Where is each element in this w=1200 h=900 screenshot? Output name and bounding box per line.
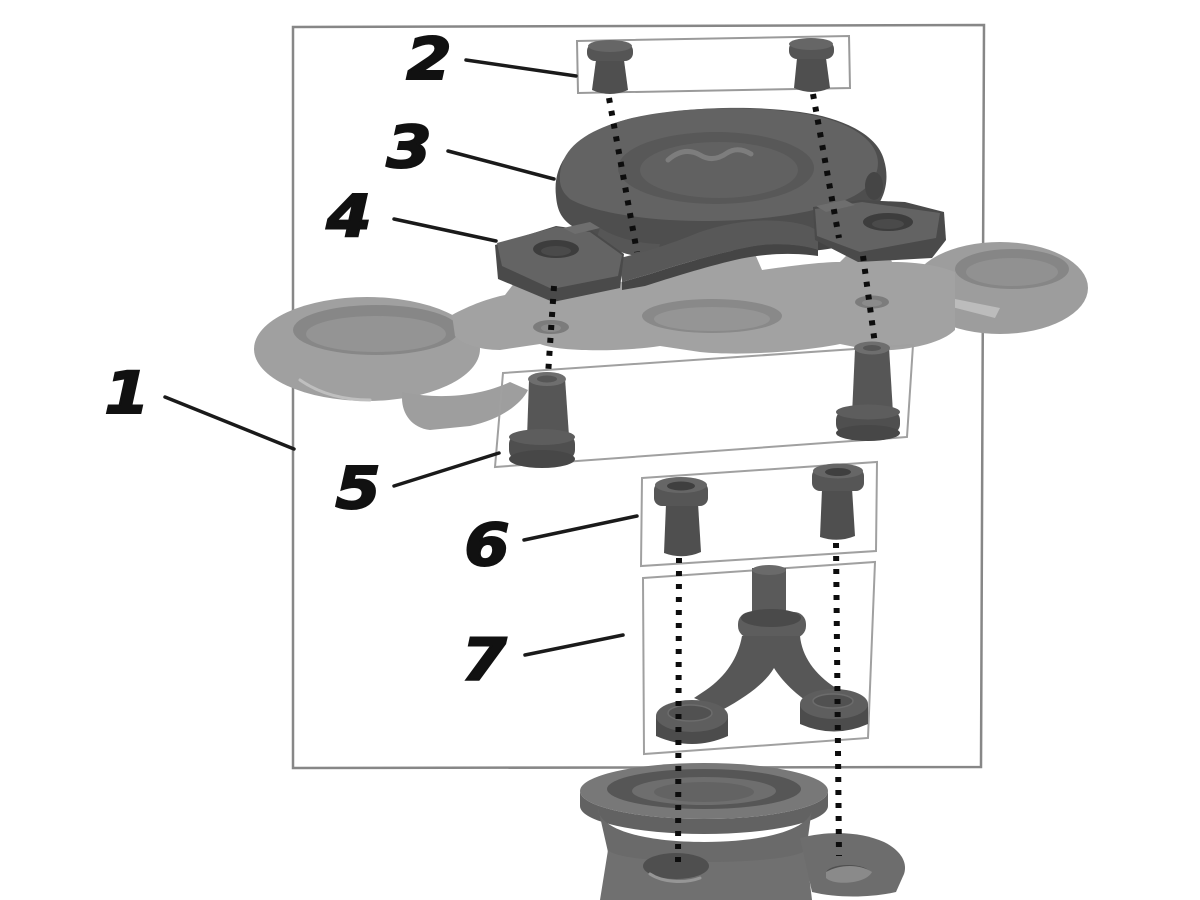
callout-label-4: 4 (325, 182, 372, 250)
small-screw-left (587, 40, 633, 94)
leader-line-4 (392, 217, 498, 243)
hardware-box-5 (493, 343, 915, 469)
flange-bolt-left (509, 372, 575, 468)
hardware-box-6 (639, 460, 879, 568)
flange-bolt-right (836, 341, 900, 441)
socket-bolt-right (812, 463, 864, 540)
callout-label-1: 1 (103, 359, 150, 427)
leader-line-7 (523, 633, 625, 657)
callout-label-7: 7 (460, 626, 507, 694)
upper-triple-clamp (254, 242, 1088, 430)
hardware-box-7 (641, 560, 877, 756)
leader-line-1 (163, 395, 296, 451)
callout-label-5: 5 (334, 454, 381, 522)
callout-label-6: 6 (463, 511, 510, 579)
housing-emblem (665, 147, 754, 163)
leader-line-6 (522, 514, 639, 542)
steering-head-tube (580, 763, 906, 900)
alignment-dotted-line-bracket-right (860, 255, 878, 345)
mount-bracket (495, 200, 946, 302)
callout-label-2: 2 (405, 25, 452, 93)
callout-label-3: 3 (385, 113, 432, 181)
small-screw-right (789, 38, 834, 92)
instrument-mount-housing (555, 107, 887, 258)
leader-line-3 (446, 149, 556, 181)
leader-line-2 (464, 58, 578, 78)
alignment-dotted-line-screw-left (606, 97, 640, 253)
alignment-dotted-line-stem-right (833, 542, 842, 857)
alignment-dotted-line-bracket-left (545, 285, 557, 376)
steering-stem-bracket (656, 565, 868, 744)
assembly-outline-box (291, 23, 986, 770)
leader-line-5 (392, 451, 501, 488)
socket-bolt-left (654, 477, 708, 557)
alignment-dotted-line-screw-right (810, 93, 842, 239)
